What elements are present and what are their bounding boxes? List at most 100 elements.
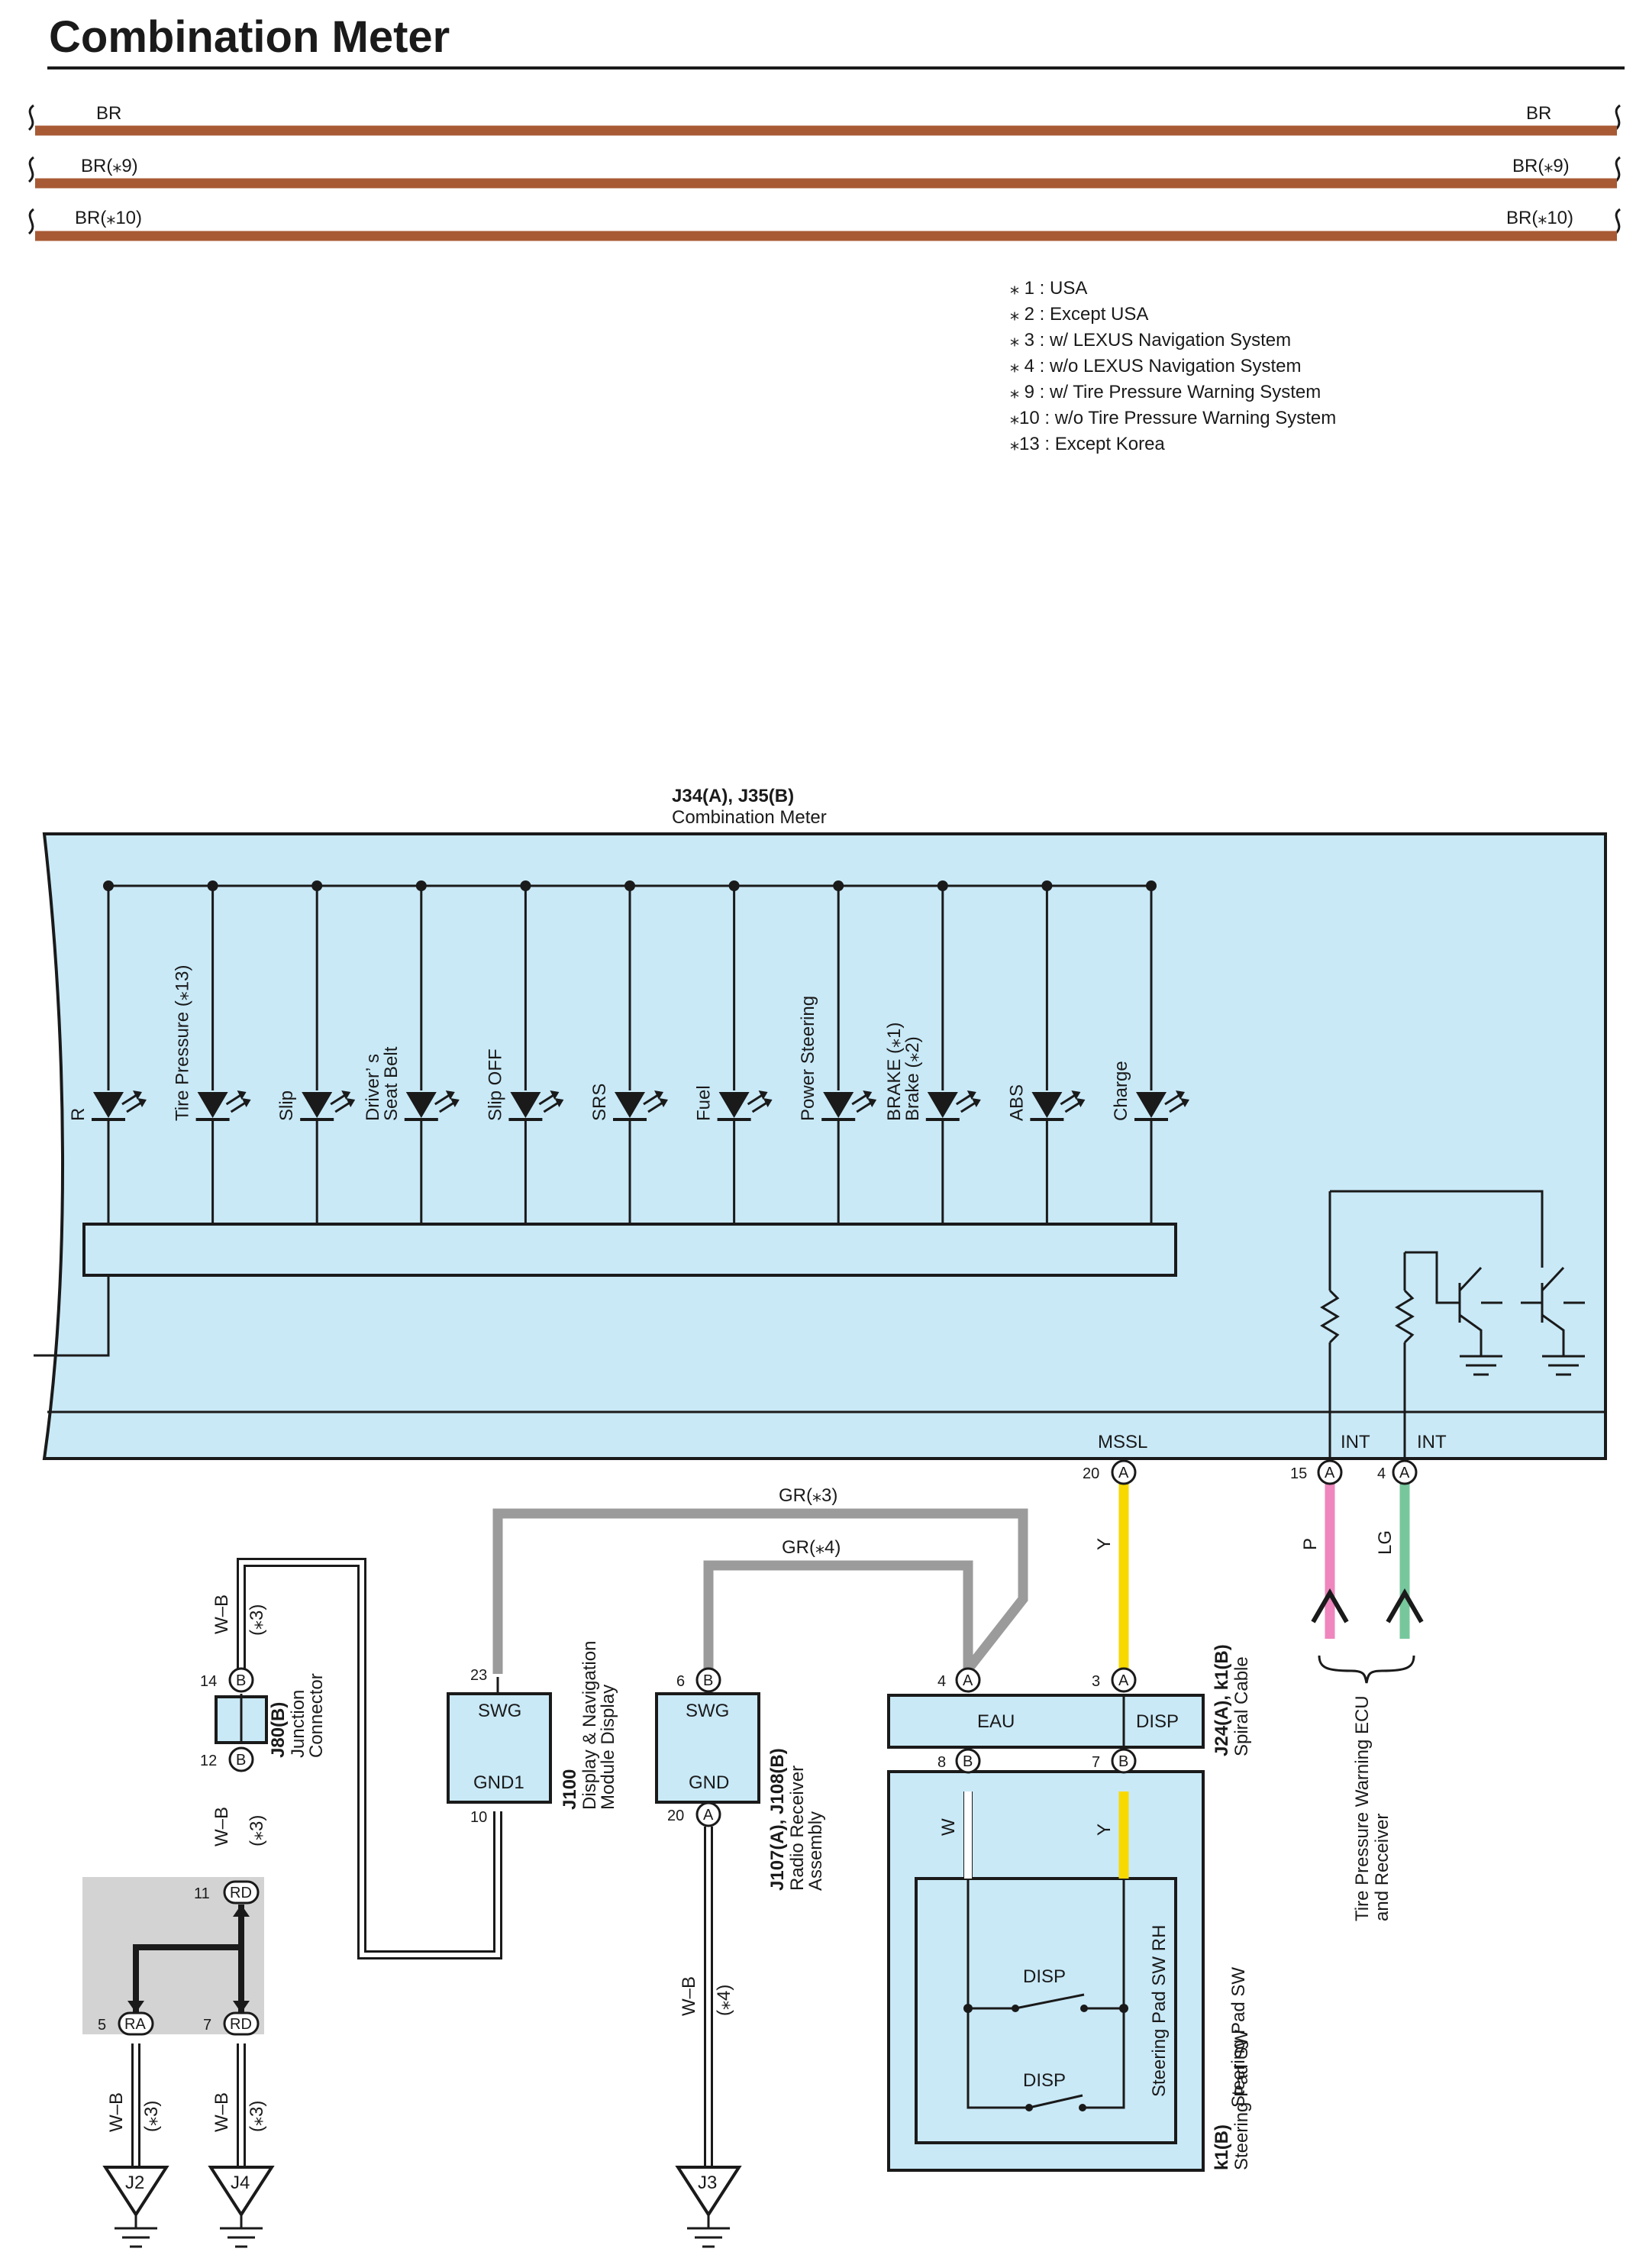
radio-name-2: Assembly [805,1811,826,1891]
pin-letter: A [963,1672,973,1689]
display-code: J100 [560,1769,580,1810]
display-name-1: Display & Navigation [579,1641,600,1810]
led-icon [510,1092,541,1118]
pin-connector [223,2011,260,2036]
indicator-label: Seat Belt [381,1046,402,1121]
pin-num: 7 [203,2017,211,2034]
ground-label-j4: J4 [231,2173,250,2193]
indicator-column: BRAKE (⁎1)Brake (⁎2) [884,886,981,1224]
led-icon [93,1092,124,1118]
display-module [447,1692,552,1804]
pin-connector [118,2011,154,2036]
led-icon [823,1092,854,1118]
indicator-label: Charge [1111,1061,1131,1121]
indicator-column: Tire Pressure (⁎13) [173,886,251,1224]
mssl-label: MSSL [1098,1432,1147,1452]
pin-letter: RD [230,1885,252,1901]
pin-connector [1111,1459,1137,1485]
pin-connector [695,1667,721,1693]
pin-letter: A [703,1807,714,1824]
int-label-1: INT [1341,1432,1370,1452]
pin-letter: A [1325,1465,1335,1481]
ground-label-j3: J3 [698,2173,717,2193]
junction-code: J80(B) [268,1702,289,1758]
spiral-cable [887,1694,1205,1749]
junction-name-2: Connector [306,1673,327,1758]
wire-label-p: P [1300,1538,1321,1550]
led-icon [718,1092,750,1118]
pin-letter: B [703,1672,713,1689]
pin-connector [1111,1748,1137,1774]
junction-name-1: Junction [288,1690,308,1758]
tpw-name-2: and Receiver [1372,1814,1392,1921]
led-icon [405,1092,437,1118]
wire-label-gr4: GR(⁎4) [782,1537,841,1558]
notes-list: ⁎ 1 : USA ⁎ 2 : Except USA ⁎ 3 : w/ LEXU… [1010,278,1336,454]
led-icon [197,1092,228,1118]
pin-num: 3 [1092,1673,1100,1690]
indicator-column: Power Steering [798,886,877,1224]
wire-label-wb-1: W–B [211,1594,232,1634]
wire-label-lg: LG [1375,1530,1396,1555]
indicator-label: Power Steering [798,996,818,1121]
spiral-code: J24(A), k1(B) [1212,1644,1232,1756]
meter-name: Combination Meter [672,807,827,828]
indicator-label: Tire Pressure (⁎13) [173,965,193,1122]
pin-letter: B [236,1672,246,1689]
radio-swg: SWG [686,1701,729,1721]
ground-j2 [102,2166,169,2248]
indicator-column: R [68,886,147,1224]
indicator-label: ABS [1006,1084,1027,1121]
display-gnd1: GND1 [473,1772,524,1793]
pin-num: 14 [200,1673,217,1690]
pin-num: 12 [200,1753,217,1769]
pin-num: 15 [1290,1465,1307,1482]
int-label-2: INT [1417,1432,1447,1452]
pin-num: 20 [667,1808,684,1824]
spiral-name: Spiral Cable [1231,1656,1252,1756]
indicator-column: Fuel [694,886,773,1224]
note-item: ⁎ 4 : w/o LEXUS Navigation System [1010,356,1302,376]
wire-cond-3-1: (⁎3) [247,1604,267,1636]
radio-name-1: Radio Receiver [787,1766,808,1891]
pin-connector [955,1748,981,1774]
connector-arrow-p [1311,1588,1349,1623]
wire-gr3 [492,1508,1028,1674]
indicator-label: Slip [276,1090,297,1121]
pin-num: 6 [676,1673,685,1690]
junction-connector [215,1694,268,1744]
note-item: ⁎ 3 : w/ LEXUS Navigation System [1010,330,1291,351]
note-item: ⁎ 1 : USA [1010,278,1087,299]
note-item: ⁎ 9 : w/ Tire Pressure Warning System [1010,382,1321,402]
pad-rh-name: Steering Pad SW RH [1149,1925,1170,2097]
pin-connector [1317,1459,1343,1485]
pad-code: k1(B) [1212,2124,1232,2170]
pin-num: 7 [1092,1754,1100,1771]
pin-num: 23 [470,1667,487,1684]
pad-switch-circuit [966,1879,1125,2109]
indicator-column: SRS [589,886,668,1224]
pin-num: 8 [937,1754,946,1771]
pin-num: 4 [937,1673,946,1690]
wire-cond-4: (⁎4) [714,1985,734,2016]
indicator-column: Slip [276,886,356,1224]
indicator-column: ABS [1006,886,1086,1224]
tpw-name-1: Tire Pressure Warning ECU [1352,1695,1373,1921]
pin-num: 11 [194,1885,210,1902]
ground-j3 [675,2166,742,2248]
indicator-label: Brake (⁎2) [902,1036,923,1121]
pin-num: 4 [1377,1465,1386,1482]
pad-name: Steering Pad SW [1231,2030,1252,2170]
resistor-2 [1395,1289,1415,1344]
wire-label-br-left: BR [96,103,121,124]
wire-gr4 [703,1560,973,1674]
tpw-brace [1318,1655,1415,1684]
wire-label-br9-left: BR(⁎9) [81,156,138,176]
indicator-column: Slip OFF [485,886,564,1224]
led-icon [302,1092,333,1118]
note-item: ⁎13 : Except Korea [1010,434,1165,454]
pin-letter: RD [230,2016,252,2033]
spiral-disp: DISP [1136,1711,1179,1732]
